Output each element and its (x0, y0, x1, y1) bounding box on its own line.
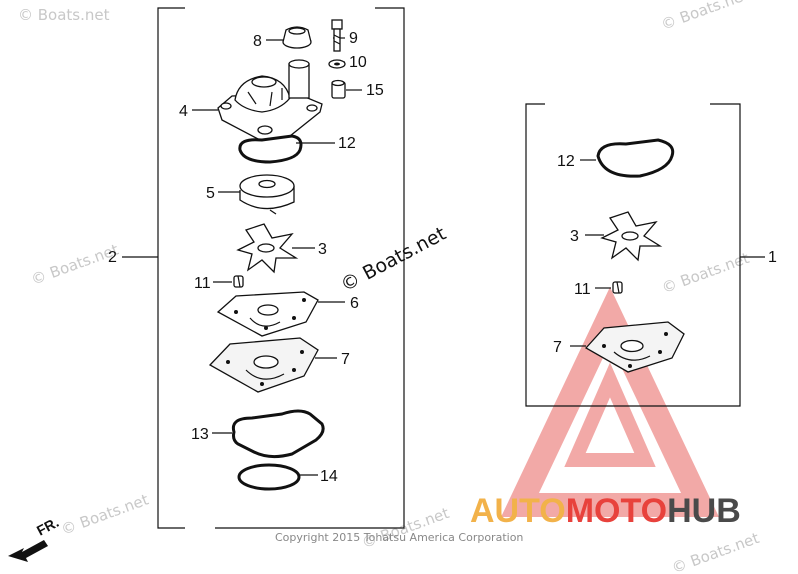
part-3-impeller-right[interactable] (600, 211, 663, 262)
part-15-collar[interactable] (331, 79, 346, 99)
part-4-pump-housing[interactable] (217, 59, 323, 141)
part-6-gasket[interactable] (216, 291, 319, 337)
part-7-plate-left[interactable] (208, 337, 319, 393)
logo-hub: HUB (667, 492, 741, 530)
logo-moto: MOTO (566, 492, 667, 530)
part-11-key-left[interactable] (233, 275, 244, 288)
copyright-text: Copyright 2015 Tohatsu America Corporati… (275, 531, 523, 544)
callout-8: 8 (253, 33, 262, 50)
part-11-key-right[interactable] (612, 281, 623, 294)
callout-4: 4 (179, 103, 188, 120)
part-9-bolt[interactable] (331, 19, 343, 52)
callout-6: 6 (350, 295, 359, 312)
logo-auto: AUTO (470, 492, 566, 530)
callout-7-right: 7 (553, 339, 562, 356)
callout-12-right: 12 (557, 153, 575, 170)
part-8-grommet[interactable] (282, 26, 312, 49)
callout-3-right: 3 (570, 228, 579, 245)
part-5-liner[interactable] (239, 174, 295, 215)
part-12-gasket-right[interactable] (596, 138, 675, 178)
callout-11-left: 11 (194, 275, 211, 292)
callout-12-left: 12 (338, 135, 356, 152)
callout-2: 2 (108, 249, 117, 266)
callout-7-left: 7 (341, 351, 350, 368)
callout-15: 15 (366, 82, 384, 99)
watermark-top-right: © Boats.net (659, 0, 751, 34)
front-direction-indicator: FR. (8, 514, 61, 562)
callout-10: 10 (349, 54, 367, 71)
callout-14: 14 (320, 468, 338, 485)
callout-5: 5 (206, 185, 215, 202)
callout-3-left: 3 (318, 241, 327, 258)
part-3-impeller-left[interactable] (236, 223, 299, 274)
watermark-bottom-right: © Boats.net (669, 529, 761, 574)
watermark-mid-right: © Boats.net (659, 249, 751, 297)
callout-9: 9 (349, 30, 358, 47)
part-12-gasket-left[interactable] (238, 134, 303, 164)
watermark-bottom-left: © Boats.net (59, 490, 151, 538)
callout-11-right: 11 (574, 281, 591, 298)
part-14-o-ring[interactable] (237, 463, 301, 491)
part-13-seal[interactable] (231, 409, 325, 459)
watermark-center: © Boats.net (337, 223, 450, 297)
frame-assembly-2 (157, 7, 405, 529)
callout-1: 1 (768, 249, 777, 266)
watermark-top-left: © Boats.net (18, 6, 110, 24)
callout-13: 13 (191, 426, 209, 443)
leader-lines (122, 37, 765, 476)
part-7-plate-right[interactable] (584, 321, 685, 373)
automotohub-wordmark: AUTOMOTOHUB (470, 492, 741, 530)
front-label: FR. (34, 514, 61, 539)
frame-assembly-1 (525, 103, 741, 407)
part-10-washer[interactable] (328, 59, 346, 69)
automotohub-triangle (501, 286, 719, 517)
